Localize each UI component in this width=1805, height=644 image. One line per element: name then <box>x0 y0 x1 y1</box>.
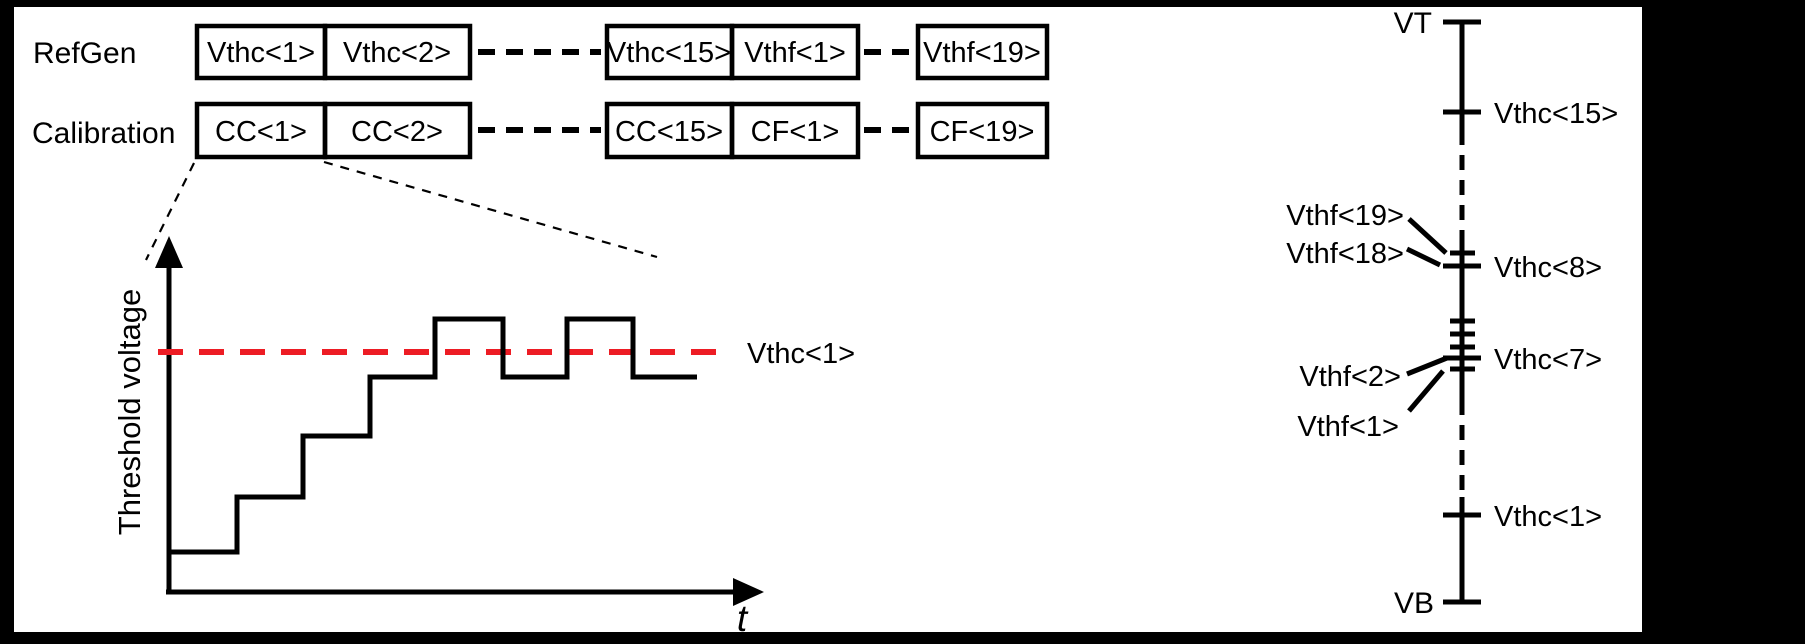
refgen-box-vthf1-outline <box>729 23 861 81</box>
fine-label-leaders <box>1405 217 1448 413</box>
leader-vthf1 <box>1407 369 1445 413</box>
calibration-box-cf1-outline <box>729 101 861 160</box>
zoom-connector-right <box>323 160 658 259</box>
refgen-box-vthf19-outline <box>915 23 1050 81</box>
leader-vthf19 <box>1407 217 1448 255</box>
scale-bottom-label: VB <box>1394 587 1434 620</box>
refgen-box-vthf19-label: Vthf<19> <box>923 37 1041 69</box>
calibration-box-cc2-label: CC<2> <box>351 116 443 148</box>
calibration-box-cf19-outline <box>915 101 1050 160</box>
calibration-row-label: Calibration <box>32 117 175 150</box>
staircase-waveform <box>169 316 697 555</box>
refgen-box-outlines <box>194 23 1050 81</box>
plot-y-axis-arrowhead <box>155 236 183 268</box>
frame-left-bar <box>0 0 14 644</box>
frame-top-bar <box>0 0 1805 7</box>
calibration-box-cf19-label: CF<19> <box>930 116 1035 148</box>
threshold-level-label: Vthc<1> <box>747 338 855 370</box>
refgen-box-vthc2-outline <box>322 23 473 81</box>
scale-label-vthc7: Vthc<7> <box>1494 344 1602 376</box>
plot-x-axis-arrowhead <box>733 578 764 606</box>
refgen-row-label: RefGen <box>33 37 136 70</box>
leader-vthf18 <box>1405 246 1442 268</box>
voltage-scale-ticks <box>1443 19 1481 605</box>
refgen-box-vthc2-label: Vthc<2> <box>343 37 451 69</box>
calibration-box-cf1-label: CF<1> <box>751 116 840 148</box>
refgen-box-vthc1-label: Vthc<1> <box>207 37 315 69</box>
scale-label-vthc1: Vthc<1> <box>1494 501 1602 533</box>
scale-label-vthf19: Vthf<19> <box>1286 200 1404 232</box>
zoom-connector-lines <box>145 160 658 261</box>
scale-label-vthc15: Vthc<15> <box>1494 98 1618 130</box>
scale-label-vthf18: Vthf<18> <box>1286 238 1404 270</box>
frame-right-bar <box>1642 0 1805 644</box>
row-ellipsis-dashes <box>478 49 914 133</box>
frame-bottom-bar <box>0 632 1805 644</box>
zoom-connector-left <box>145 162 195 261</box>
refgen-box-vthf1-label: Vthf<1> <box>744 37 846 69</box>
plot-x-axis-label: t <box>737 598 749 639</box>
scale-label-vthf1: Vthf<1> <box>1297 411 1399 443</box>
leader-vthf2 <box>1406 355 1448 377</box>
plot-y-axis-label: Threshold voltage <box>112 289 147 535</box>
scale-label-vthf2: Vthf<2> <box>1299 361 1401 393</box>
refgen-box-vthc15-label: Vthc<15> <box>607 37 731 69</box>
scale-top-label: VT <box>1394 7 1432 40</box>
calibration-box-outlines <box>194 101 1050 160</box>
calibration-box-cc1-label: CC<1> <box>215 116 307 148</box>
calibration-box-cc15-label: CC<15> <box>615 116 723 148</box>
calibration-box-cc2-outline <box>322 101 473 160</box>
scale-label-vthc8: Vthc<8> <box>1494 252 1602 284</box>
